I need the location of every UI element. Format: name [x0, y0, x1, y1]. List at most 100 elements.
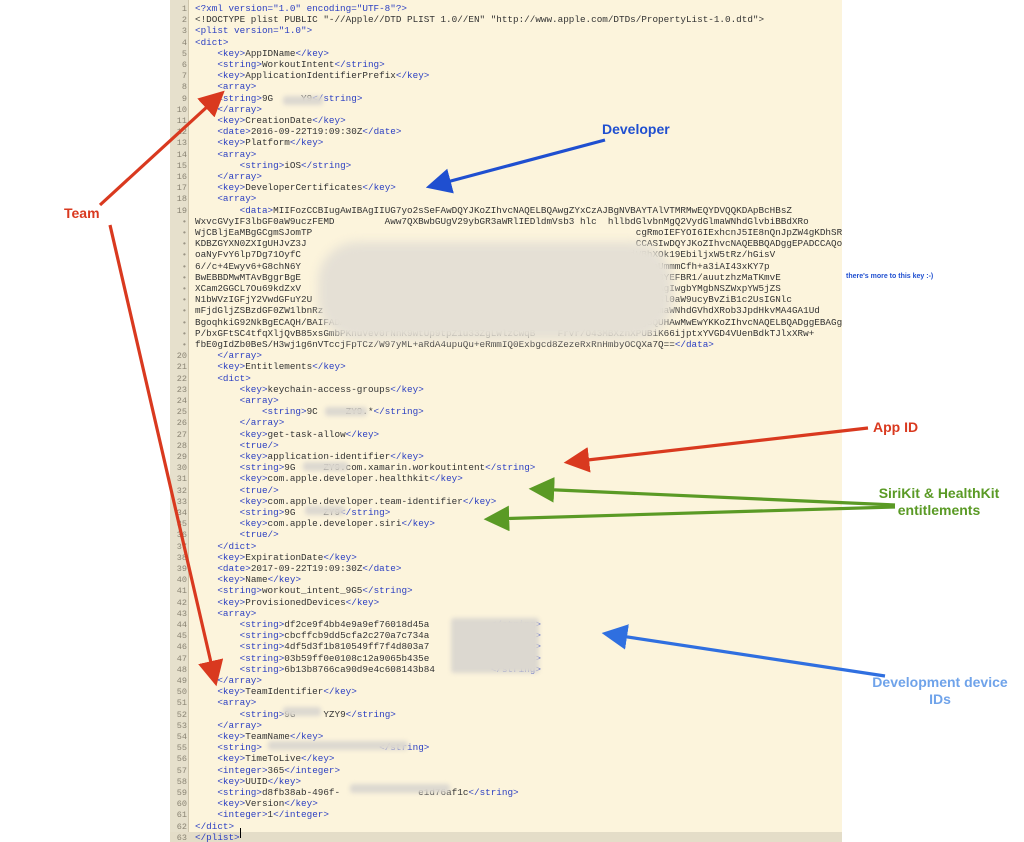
code-line[interactable]: 31 <key>com.apple.developer.healthkit</k… — [170, 473, 842, 484]
code-line[interactable]: 40 <key>Name</key> — [170, 574, 842, 585]
code-line[interactable]: 18 <array> — [170, 193, 842, 204]
code-line[interactable]: 62</dict> — [170, 821, 842, 832]
code-line[interactable]: 1<?xml version="1.0" encoding="UTF-8"?> — [170, 3, 842, 14]
code-line[interactable]: 32 <true/> — [170, 485, 842, 496]
code-token: 4df5d3f1b810549ff7f4d803a7 — [284, 641, 491, 653]
code-line[interactable]: 23 <key>keychain-access-groups</key> — [170, 384, 842, 395]
code-text: <key>ExpirationDate</key> — [195, 552, 357, 563]
code-line[interactable]: •6//c+4Ewyv6+G8chN6Y kqCxpUmmmCfh+a3iAI4… — [170, 261, 842, 272]
code-line[interactable]: 11 <key>CreationDate</key> — [170, 115, 842, 126]
code-line[interactable]: 57 <integer>365</integer> — [170, 765, 842, 776]
code-line[interactable]: •WjCBljEaMBgGCgmSJomTP cgRmoIEFYOI6IExhc… — [170, 227, 842, 238]
code-line[interactable]: 63 </plist> — [170, 831, 842, 842]
code-line[interactable]: 51 <array> — [170, 697, 842, 708]
line-number: 42 — [176, 597, 187, 608]
code-line[interactable]: •mFjdGljZSBzdGF0ZW1lbnRz ZydGlmaWNhdGVhd… — [170, 305, 842, 316]
code-line[interactable]: 50 <key>TeamIdentifier</key> — [170, 686, 842, 697]
code-line[interactable]: 13 <key>Platform</key> — [170, 137, 842, 148]
code-token: Entitlements — [245, 361, 313, 373]
code-line[interactable]: 28 <true/> — [170, 440, 842, 451]
code-text: <key>Platform</key> — [195, 137, 323, 148]
code-line[interactable]: 2<!DOCTYPE plist PUBLIC "-//Apple//DTD P… — [170, 14, 842, 25]
code-editor[interactable]: 1<?xml version="1.0" encoding="UTF-8"?>2… — [170, 0, 842, 842]
line-number: 39 — [176, 564, 187, 574]
code-token: </key> — [312, 361, 346, 373]
code-token: <string> — [217, 742, 262, 754]
line-number: 54 — [176, 732, 187, 742]
code-line[interactable]: 10 </array> — [170, 104, 842, 115]
code-line[interactable]: 4<dict> — [170, 37, 842, 48]
code-line[interactable]: 27 <key>get-task-allow</key> — [170, 429, 842, 440]
code-line[interactable]: 41 <string>workout_intent_9G5</string> — [170, 585, 842, 596]
code-line[interactable]: 20 </array> — [170, 350, 842, 361]
code-line[interactable]: 33 <key>com.apple.developer.team-identif… — [170, 496, 842, 507]
code-line[interactable]: 3<plist version="1.0"> — [170, 25, 842, 36]
code-line[interactable]: 61 <integer>1</integer> — [170, 809, 842, 820]
code-token: Frvr/O43MBXznXPUBiK66ijptxYVGD4VUenBdkTJ… — [535, 327, 815, 339]
code-text: </dict> — [195, 821, 234, 832]
code-token: </integer> — [284, 764, 341, 776]
devices-label: Development device IDs — [872, 674, 1008, 707]
code-line[interactable]: 26 </array> — [170, 417, 842, 428]
code-line[interactable]: 58 <key>UUID</key> — [170, 776, 842, 787]
code-token: </key> — [395, 70, 430, 82]
code-line[interactable]: •N1bWVzIGFjY2VwdGFuY2U 29uZGl0aW9ucyBvZi… — [170, 294, 842, 305]
code-line[interactable]: 8 <array> — [170, 81, 842, 92]
redaction-blur — [350, 784, 450, 793]
code-text: <true/> — [195, 440, 279, 451]
line-number: 7 — [181, 71, 187, 82]
code-line[interactable]: 14 <array> — [170, 149, 842, 160]
line-number: 22 — [176, 373, 187, 384]
code-line[interactable]: 17 <key>DeveloperCertificates</key> — [170, 182, 842, 193]
code-line[interactable]: 29 <key>application-identifier</key> — [170, 451, 842, 462]
code-token: <array> — [239, 395, 279, 406]
line-number: 25 — [176, 407, 187, 418]
code-token: </plist> — [195, 831, 240, 842]
code-line[interactable]: •BwEBBDMwMTAvBggrBgE /R0OBBYEFBR1/auutzh… — [170, 272, 842, 283]
code-text: <string>workout_intent_9G5</string> — [195, 585, 412, 596]
code-line[interactable]: 19 <data>MIIFozCCBIugAwIBAgIIUG7yo2sSeFA… — [170, 205, 842, 216]
code-token: <key> — [217, 47, 246, 59]
code-line[interactable]: 24 <array> — [170, 395, 842, 406]
code-text: <integer>1</integer> — [195, 809, 329, 820]
code-line[interactable]: 15 <string>iOS</string> — [170, 160, 842, 171]
line-number: 60 — [176, 799, 187, 810]
code-token: <date> — [217, 563, 251, 574]
line-number: 12 — [176, 127, 187, 138]
code-line[interactable]: 37 </dict> — [170, 541, 842, 552]
code-text: <date>2017-09-22T19:09:30Z</date> — [195, 563, 401, 574]
line-number: 63 — [176, 832, 187, 842]
code-line[interactable]: 54 <key>TeamName</key> — [170, 731, 842, 742]
line-number: 14 — [176, 149, 187, 160]
code-line[interactable]: •BgoqhkiG92NkBgECAQH/BAIFADA BgBQUHAwMwE… — [170, 317, 842, 328]
code-token: <key> — [217, 182, 246, 194]
code-token: ApplicationIdentifierPrefix — [245, 70, 396, 82]
code-line[interactable]: •XCam2GGCL7Ou69kdZxV BBQUHAgIwgbYMgbNSZW… — [170, 283, 842, 294]
code-token: 9G ZY9.com.xamarin.workoutintent — [284, 462, 486, 474]
code-line[interactable]: 21 <key>Entitlements</key> — [170, 361, 842, 372]
code-line[interactable]: 60 <key>Version</key> — [170, 798, 842, 809]
code-line[interactable]: 12 <date>2016-09-22T19:09:30Z</date> — [170, 126, 842, 137]
code-line[interactable]: 22 <dict> — [170, 373, 842, 384]
code-line[interactable]: 30 <string>9G ZY9.com.xamarin.workoutint… — [170, 462, 842, 473]
code-line[interactable]: 43 <array> — [170, 608, 842, 619]
code-token: TimeToLive — [245, 753, 302, 765]
code-line[interactable]: 56 <key>TimeToLive</key> — [170, 753, 842, 764]
code-line[interactable]: 35 <key>com.apple.developer.siri</key> — [170, 518, 842, 529]
code-line[interactable]: 5 <key>AppIDName</key> — [170, 48, 842, 59]
code-token: </string> — [301, 159, 352, 171]
code-line[interactable]: 42 <key>ProvisionedDevices</key> — [170, 597, 842, 608]
code-line[interactable]: •fbE0gIdZb0BeS/H3wj1g6nVTccjFpTCz/W97yML… — [170, 339, 842, 350]
code-line[interactable]: 7 <key>ApplicationIdentifierPrefix</key> — [170, 70, 842, 81]
code-line[interactable]: 53 </array> — [170, 720, 842, 731]
code-line[interactable]: 16 </array> — [170, 171, 842, 182]
code-line[interactable]: •KDBZGYXN0ZXIgUHJvZ3J CCASIwDQYJKoZIhvcN… — [170, 238, 842, 249]
code-line[interactable]: 38 <key>ExpirationDate</key> — [170, 552, 842, 563]
code-line[interactable]: 39 <date>2017-09-22T19:09:30Z</date> — [170, 563, 842, 574]
code-line[interactable]: •WxvcGVyIF3lbGF0aW9uczFEMD Aww7QXBwbGUgV… — [170, 216, 842, 227]
code-token: keychain-access-groups — [267, 383, 391, 395]
code-line[interactable]: 6 <string>WorkoutIntent</string> — [170, 59, 842, 70]
code-line[interactable]: 49 </array> — [170, 675, 842, 686]
code-line[interactable]: •oaNyFvY6lp7Dg71OyfC jVBhXOk19EbiljxW5tR… — [170, 249, 842, 260]
line-number: 2 — [181, 15, 187, 26]
